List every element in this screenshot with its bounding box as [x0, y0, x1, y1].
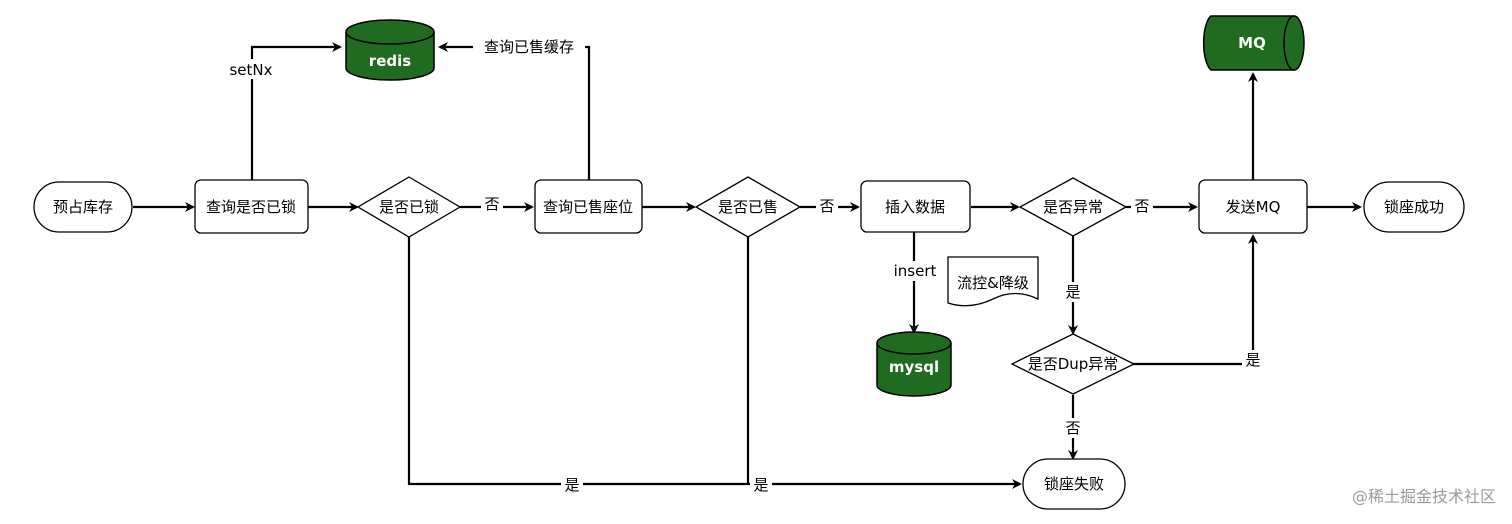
query-sold-label: 查询已售座位 — [543, 198, 633, 216]
fail-label: 锁座失败 — [1044, 475, 1104, 493]
mq-label: MQ — [1238, 34, 1266, 52]
edge-labels: setNx 查询已售缓存 否 否 否 insert 是 是 否 是 是 — [224, 37, 1264, 495]
yes-locked-label: 是 — [564, 476, 579, 494]
edge-check-lock-to-redis — [250, 42, 342, 180]
db-mysql: mysql — [876, 331, 952, 397]
check-lock-label: 查询是否已锁 — [206, 198, 296, 216]
node-is-dup: 是否Dup异常 — [1010, 333, 1136, 395]
node-check-lock: 查询是否已锁 — [194, 179, 309, 234]
edge-query-sold-to-redis — [438, 42, 591, 180]
node-is-sold: 是否已售 — [694, 176, 802, 238]
no-label-2: 否 — [819, 197, 834, 215]
node-insert-data: 插入数据 — [860, 180, 971, 233]
no-label-3: 否 — [1134, 197, 1149, 215]
note-flow-control: 流控&降级 — [947, 256, 1039, 307]
success-label: 锁座成功 — [1384, 198, 1444, 216]
node-is-exception: 是否异常 — [1018, 177, 1128, 237]
edges — [133, 42, 1362, 489]
yes-dup-label: 是 — [1245, 351, 1260, 369]
node-is-locked: 是否已锁 — [356, 176, 462, 238]
insert-label: insert — [894, 262, 937, 280]
node-send-mq: 发送MQ — [1198, 179, 1308, 234]
is-dup-label: 是否Dup异常 — [1028, 355, 1119, 373]
db-mq: MQ — [1202, 15, 1305, 71]
insert-data-label: 插入数据 — [885, 198, 945, 216]
db-redis: redis — [345, 19, 435, 81]
node-query-sold: 查询已售座位 — [534, 179, 643, 234]
node-start: 预占库存 — [33, 181, 133, 233]
node-fail: 锁座失败 — [1022, 458, 1126, 510]
no-label-1: 否 — [484, 195, 499, 213]
is-sold-label: 是否已售 — [718, 198, 778, 216]
edge-is-dup-to-send-mq — [1133, 234, 1258, 366]
yes-sold-label: 是 — [753, 476, 768, 494]
watermark: @稀土掘金技术社区 — [1352, 487, 1496, 506]
mysql-label: mysql — [889, 358, 939, 376]
is-exception-label: 是否异常 — [1043, 198, 1103, 216]
flow-note-label: 流控&降级 — [957, 274, 1029, 292]
node-success: 锁座成功 — [1363, 181, 1465, 233]
redis-label: redis — [369, 52, 411, 70]
query-cache-label: 查询已售缓存 — [484, 38, 574, 56]
is-locked-label: 是否已锁 — [379, 198, 439, 216]
start-label: 预占库存 — [53, 198, 113, 216]
send-mq-label: 发送MQ — [1226, 198, 1281, 216]
setnx-label: setNx — [229, 61, 272, 79]
no-label-4: 否 — [1065, 419, 1080, 437]
edge-is-locked-to-fail — [407, 236, 1022, 489]
yes-exception-label: 是 — [1065, 283, 1080, 301]
